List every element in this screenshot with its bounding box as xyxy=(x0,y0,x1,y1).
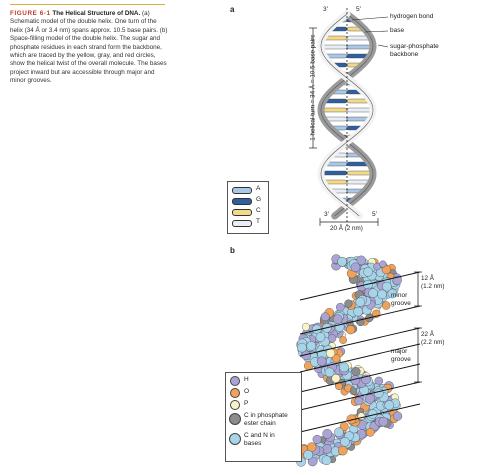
atom-sphere xyxy=(353,306,363,317)
panel-a-label: a xyxy=(230,5,235,14)
atom-sphere xyxy=(387,288,398,299)
caption-rule xyxy=(10,4,165,5)
atom-sphere xyxy=(382,301,391,310)
strand-end-top-left: 3′ xyxy=(323,6,328,13)
atom-sphere xyxy=(346,325,356,335)
atom-sphere xyxy=(301,322,310,331)
base-legend: A G C T xyxy=(227,181,269,234)
legend-label-a: A xyxy=(256,185,261,192)
figure-caption: FIGURE 6-1 The Helical Structure of DNA.… xyxy=(10,10,168,86)
atom-sphere xyxy=(344,299,353,308)
minor-groove-label-line2: groove xyxy=(391,300,411,307)
atom-sphere xyxy=(365,427,375,437)
hydrogen-bond-pointer xyxy=(351,16,389,21)
atom-sphere xyxy=(338,445,348,456)
atom-sphere xyxy=(332,314,343,324)
atom-sphere xyxy=(320,312,330,322)
major-groove-label-line1: major xyxy=(391,348,408,355)
legend-label-h: H xyxy=(244,376,249,383)
atom-sphere xyxy=(351,367,361,377)
backbone-label-line1: sugar-phosphate xyxy=(390,43,439,50)
atom-sphere xyxy=(363,267,373,277)
major-groove-size: 22 Å xyxy=(421,331,434,338)
legend-label-g: G xyxy=(256,196,262,203)
atom-sphere xyxy=(303,450,313,460)
legend-swatch-a xyxy=(232,187,252,194)
atom-sphere xyxy=(312,434,322,444)
strand-end-bottom-right: 5′ xyxy=(372,211,377,218)
backbone-label-line2: backbone xyxy=(390,51,419,58)
strand-end-top-right: 5′ xyxy=(356,6,361,13)
legend-dot-c-n-bases xyxy=(229,433,241,445)
atom-sphere xyxy=(336,302,345,312)
figure-caption-body: (a) Schematic model of the double helix.… xyxy=(10,10,168,85)
atom-sphere xyxy=(368,288,378,298)
major-groove-label-line2: groove xyxy=(391,356,411,363)
legend-label-o: O xyxy=(244,388,250,395)
atom-sphere xyxy=(331,354,341,363)
legend-dot-o xyxy=(230,388,240,398)
atom-sphere xyxy=(334,427,344,438)
hydrogen-bond-label: hydrogen bond xyxy=(390,13,434,20)
helix-width-label: 20 Å (2 nm) xyxy=(330,225,363,232)
groove-brackets xyxy=(414,271,422,383)
atom-sphere xyxy=(297,342,307,353)
atom-sphere xyxy=(377,289,387,300)
atom-sphere xyxy=(339,422,349,431)
legend-label-c-n-bases-2: bases xyxy=(244,440,262,447)
legend-label-c-phosphate-2: ester chain xyxy=(244,420,276,427)
major-groove-size-nm: (2.2 nm) xyxy=(421,339,445,346)
atom-sphere xyxy=(316,356,327,367)
atom-sphere xyxy=(392,275,402,286)
atom-sphere xyxy=(393,411,403,421)
legend-label-c-n-bases: C and N in xyxy=(244,432,275,439)
legend-dot-h xyxy=(230,376,240,386)
atom-sphere xyxy=(324,367,335,378)
atom-sphere xyxy=(331,374,341,383)
base-label: base xyxy=(390,27,405,34)
atom-sphere xyxy=(340,437,350,447)
atom-sphere xyxy=(373,388,384,399)
atom-sphere xyxy=(315,332,326,342)
legend-label-p: P xyxy=(244,400,249,407)
strand-end-bottom-left: 3′ xyxy=(324,211,329,218)
minor-groove-label-line1: minor xyxy=(391,292,408,299)
backbone-pointer xyxy=(377,44,389,48)
figure-title: The Helical Structure of DNA. xyxy=(52,10,141,17)
base-pointer xyxy=(364,30,389,33)
minor-groove-size: 12 Å xyxy=(421,275,434,282)
atom-sphere xyxy=(384,400,395,410)
groove-guide-lines xyxy=(299,271,421,433)
atom-sphere xyxy=(350,262,361,273)
legend-swatch-c xyxy=(232,209,252,216)
legend-label-t: T xyxy=(256,218,260,225)
atom-sphere xyxy=(307,456,318,467)
legend-label-c: C xyxy=(256,207,261,214)
atom-sphere xyxy=(322,429,333,439)
atom-sphere xyxy=(306,341,317,351)
legend-dot-p xyxy=(230,400,240,410)
legend-swatch-g xyxy=(232,198,252,205)
atom-legend: H O P C in phosphate ester chain C and N… xyxy=(225,372,302,462)
legend-dot-c-phosphate xyxy=(229,413,241,425)
atom-sphere xyxy=(339,362,349,373)
atom-sphere xyxy=(365,394,375,404)
figure-number: FIGURE 6-1 xyxy=(10,10,51,17)
legend-label-c-phosphate: C in phosphate xyxy=(244,412,288,419)
legend-swatch-t xyxy=(232,220,252,227)
atom-sphere xyxy=(337,256,347,267)
panel-b-label: b xyxy=(230,246,235,255)
atom-sphere xyxy=(382,281,392,292)
minor-groove-size-nm: (1.2 nm) xyxy=(421,283,445,290)
atom-sphere xyxy=(378,416,389,427)
atom-sphere xyxy=(321,455,332,466)
atom-sphere xyxy=(354,396,363,406)
atom-sphere xyxy=(339,336,347,344)
atom-sphere xyxy=(379,260,387,268)
atom-sphere xyxy=(355,297,366,307)
